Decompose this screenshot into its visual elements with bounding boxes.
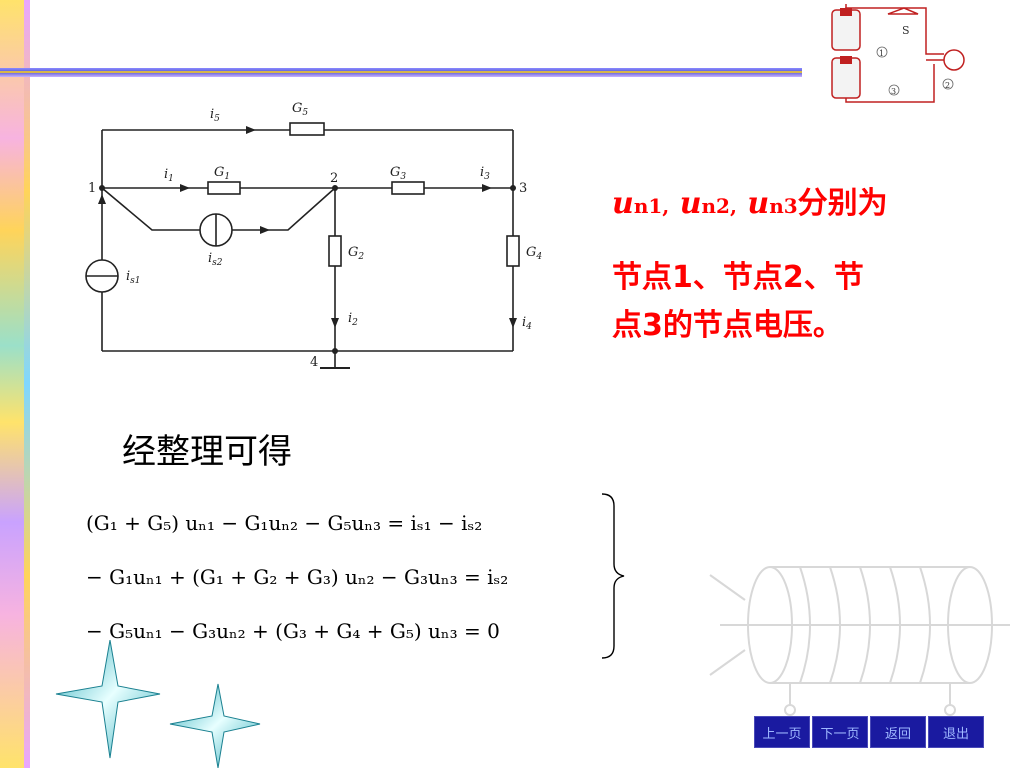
circuit-diagram: 1 2 3 4 i5 G5 i1 G1 G3 i3 is2 is1 G2 G4 … <box>85 101 542 370</box>
svg-text:G2: G2 <box>348 245 364 262</box>
equation-1: (G₁ + G₅) uₙ₁ − G₁uₙ₂ − G₅uₙ₃ = iₛ₁ − iₛ… <box>86 511 482 535</box>
current-i4: i <box>522 315 526 330</box>
svg-text:i2: i2 <box>348 311 358 328</box>
navigation-bar: 上一页 下一页 返回 退出 <box>754 716 984 748</box>
exit-button[interactable]: 退出 <box>928 716 984 748</box>
equation-3: − G₅uₙ₁ − G₃uₙ₂ + (G₃ + G₄ + G₅) uₙ₃ = 0 <box>86 619 500 643</box>
current-i2: i <box>348 311 352 326</box>
svg-text:i1: i1 <box>164 167 174 184</box>
current-is1: i <box>126 269 130 284</box>
decorative-stars <box>55 640 261 768</box>
svg-text:G1: G1 <box>214 165 230 182</box>
equation-2: − G₁uₙ₁ + (G₁ + G₂ + G₃) uₙ₂ − G₃uₙ₃ = i… <box>86 565 508 589</box>
decorative-left-strip <box>0 0 30 768</box>
conductance-g4: G <box>526 245 536 260</box>
svg-text:is1: is1 <box>126 269 141 286</box>
svg-text:i5: i5 <box>210 107 220 124</box>
corner-marker-2: 2 <box>945 81 950 90</box>
current-i5: i <box>210 107 214 122</box>
svg-text:G4: G4 <box>526 245 542 262</box>
conductance-g1: G <box>214 165 224 180</box>
description-line-3: 点3的节点电压。 <box>612 308 843 343</box>
node-equations: (G₁ + G₅) uₙ₁ − G₁uₙ₂ − G₅uₙ₃ = iₛ₁ − iₛ… <box>86 493 625 659</box>
node-3-label: 3 <box>519 181 527 196</box>
title-rule <box>0 68 802 77</box>
svg-text:G5: G5 <box>292 101 308 118</box>
node-4-label: 4 <box>310 355 318 370</box>
node-2-label: 2 <box>330 171 338 186</box>
current-is2: i <box>208 251 212 266</box>
svg-text:is2: is2 <box>208 251 223 268</box>
current-i3: i <box>480 165 484 180</box>
return-button[interactable]: 返回 <box>870 716 926 748</box>
corner-marker-3: 3 <box>891 87 896 96</box>
svg-text:G3: G3 <box>390 165 406 182</box>
decorative-coil-figure <box>709 566 1010 716</box>
switch-label: S <box>902 24 910 37</box>
next-page-button[interactable]: 下一页 <box>812 716 868 748</box>
summary-heading: 经整理可得 <box>122 432 292 472</box>
node-voltage-heading: un1, un2, un3分别为 <box>612 186 888 221</box>
conductance-g3: G <box>390 165 400 180</box>
current-i1: i <box>164 167 168 182</box>
corner-marker-1: 1 <box>879 49 884 58</box>
svg-text:i4: i4 <box>522 315 532 332</box>
prev-page-button[interactable]: 上一页 <box>754 716 810 748</box>
conductance-g5: G <box>292 101 302 116</box>
corner-circuit-figure: S 1 2 3 <box>831 4 965 103</box>
svg-text:i3: i3 <box>480 165 490 182</box>
node-1-label: 1 <box>88 181 96 196</box>
description-line-2: 节点1、节点2、节 <box>612 260 864 295</box>
conductance-g2: G <box>348 245 358 260</box>
